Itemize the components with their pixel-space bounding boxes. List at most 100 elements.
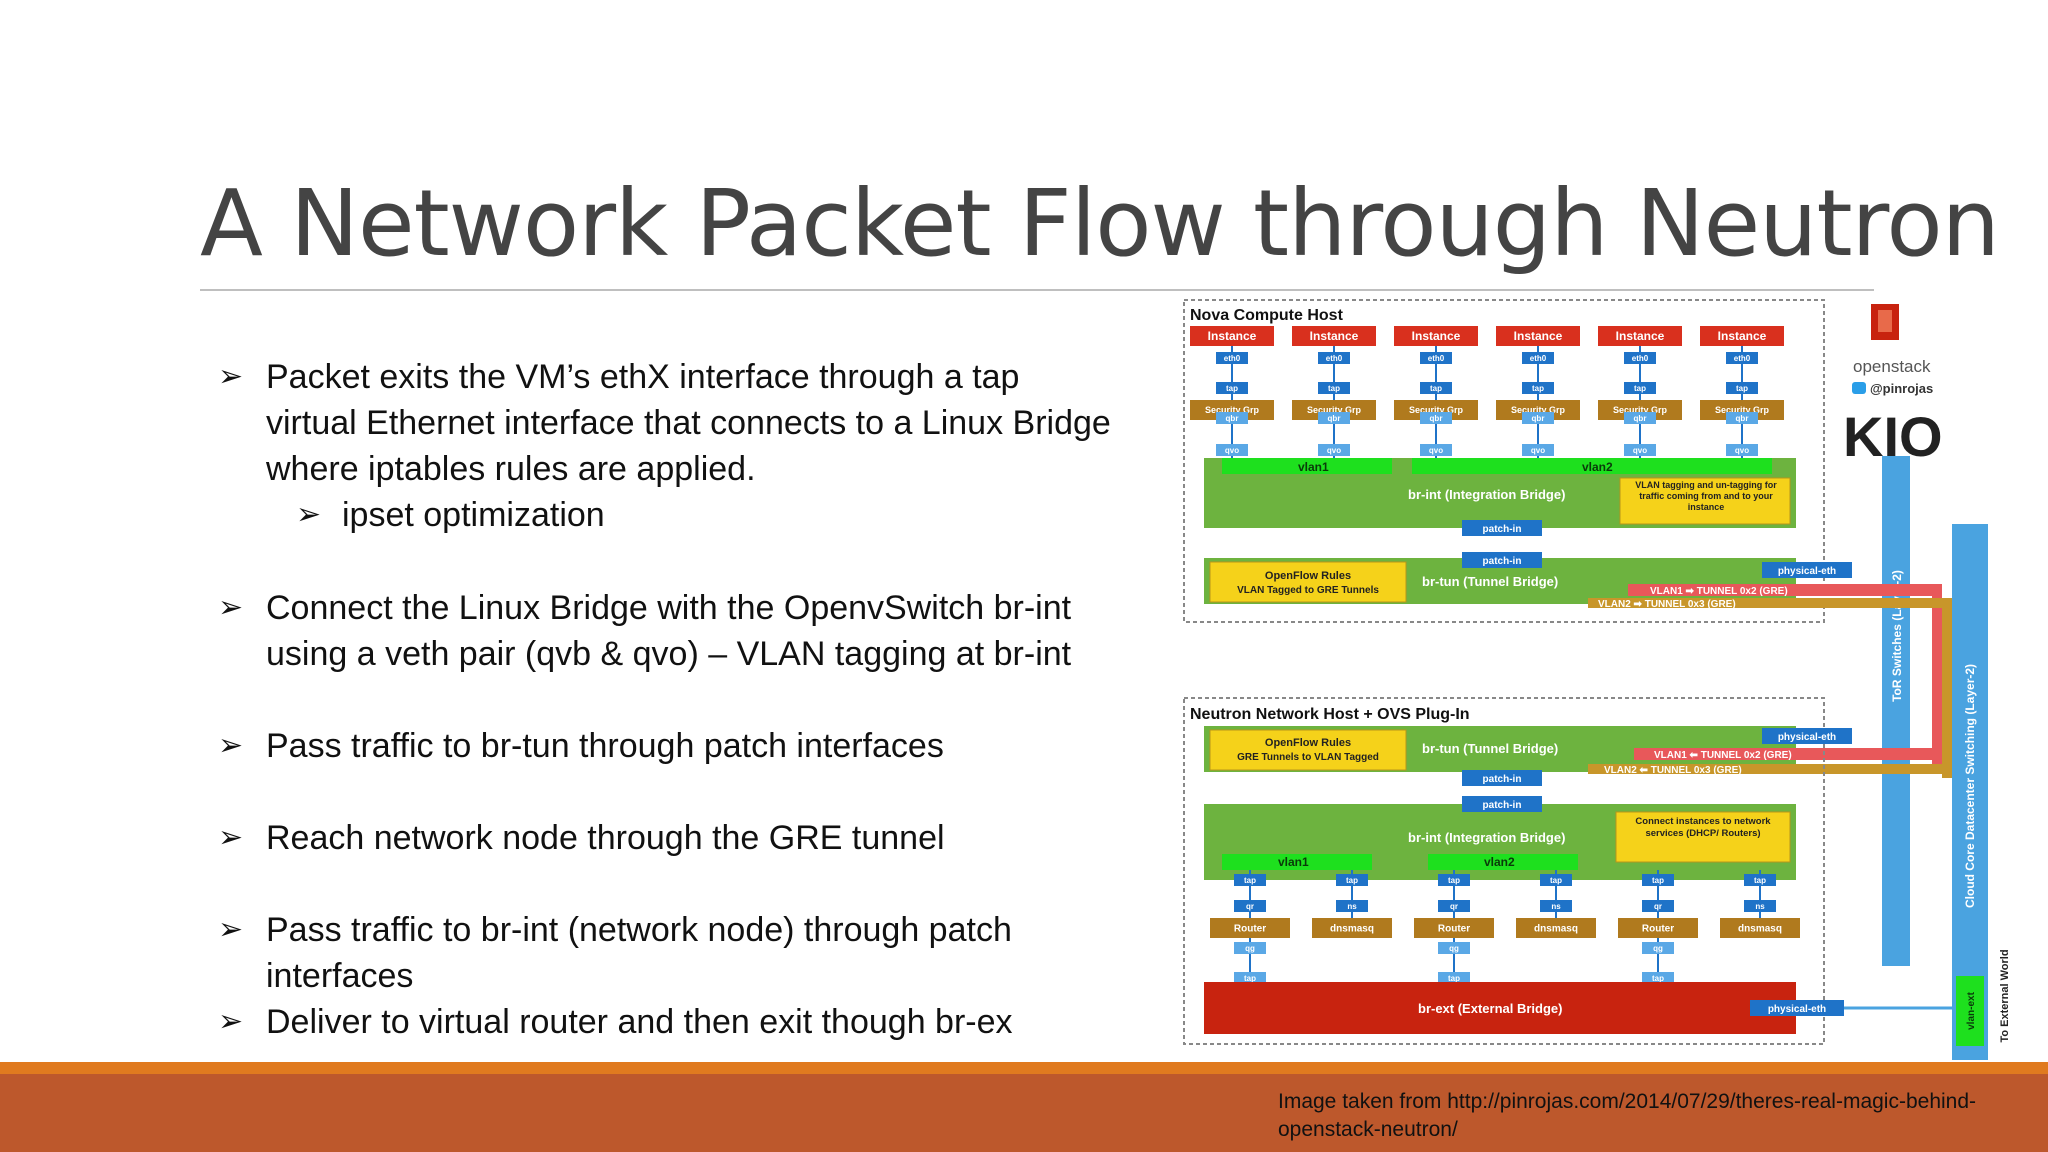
instance-box-6-label: Instance [1718,329,1767,343]
gre-spacer [1858,584,1870,1054]
qvo-iface-6 [1726,444,1758,456]
network-host-frame [1183,697,1825,1045]
bullet-5-line-2: interfaces [266,957,414,995]
network-host-title: Neutron Network Host + OVS Plug-In [1190,706,1470,723]
dnsmasq-box-2-label: dnsmasq [1330,924,1374,935]
bullet-1-line-1: Packet exits the VM’s ethX interface thr… [266,358,1020,396]
instance-box-3-label: Instance [1412,329,1461,343]
instance-box-1 [1190,326,1274,346]
bullet-arrow-icon: ➢ [218,729,244,762]
compute-host-title: Nova Compute Host [1190,307,1344,324]
qr-port-1 [1234,900,1266,912]
tor-switch-bar [1882,456,1910,966]
compute-patch-in-2-label: patch-in [1483,556,1522,567]
instance-box-6 [1700,326,1784,346]
network-physical-eth-top-label: physical-eth [1778,732,1836,743]
title-divider [200,289,1874,291]
tap-port-2 [1318,382,1350,394]
net-tap-2 [1336,874,1368,886]
qr-port-3-label: qr [1450,902,1458,911]
qg-iface-1 [1234,942,1266,954]
bullet-2: ➢ Connect the Linux Bridge with the Open… [218,585,1168,677]
compute-patch-in-2 [1462,552,1542,568]
bullet-6: ➢ Deliver to virtual router and then exi… [218,999,1168,1045]
qr-port-5-label: qr [1654,902,1662,911]
qbr-iface-2 [1318,412,1350,424]
compute-physical-eth [1762,562,1852,578]
compute-vlan2-bar [1412,458,1772,474]
instance-box-1-label: Instance [1208,329,1257,343]
net-tap-4-label: tap [1550,876,1562,885]
network-tunnel2-label: VLAN2 ⬅ TUNNEL 0x3 (GRE) [1604,765,1742,776]
compute-host: Nova Compute Host Instance eth0 tapSecurit… [1183,299,1852,623]
bullet-4-line-1: Reach network node through the GRE tunne… [266,819,945,857]
network-openflow-box [1209,729,1407,771]
network-services-note-text-box: Connect instances to network services (D… [1635,816,1771,839]
instance-box-2 [1292,326,1376,346]
bullet-arrow-icon: ➢ [218,360,244,393]
network-br-ex [1204,982,1796,1034]
network-services-note-text: Connect instances to network services (D… [1635,816,1771,839]
instance-box-2-label: Instance [1310,329,1359,343]
compute-vlan1-label: vlan1 [1298,460,1329,474]
network-physical-eth-top [1762,728,1852,744]
security-grp-2 [1292,400,1376,420]
gre-tunnel-1-compute [1628,584,1858,596]
tap-port-5-label: tap [1634,384,1646,393]
twitter-icon [1852,382,1866,394]
bullet-arrow-icon: ➢ [218,821,244,854]
security-grp-3 [1394,400,1478,420]
gre-tunnel-2-vertical [1942,598,1952,778]
compute-vlan-note-text: VLAN tagging and un-tagging for traffic … [1635,480,1777,512]
neutron-flow-diagram: ToR Switches (Layer-2) Cloud Core Datace… [1183,299,2011,1060]
network-vlan1-bar [1222,854,1372,870]
ns-port-6 [1744,900,1776,912]
router-box-5 [1618,918,1698,938]
network-patch-in-1-label: patch-in [1483,774,1522,785]
qg-iface-5-label: qg [1653,944,1663,953]
qr-port-3 [1438,900,1470,912]
qbr-iface-2-label: qbr [1328,414,1341,423]
gre-tunnel-1-vertical [1932,584,1942,764]
qbr-iface-1 [1216,412,1248,424]
qvo-iface-6-label: qvo [1735,446,1749,455]
tap-port-4-label: tap [1532,384,1544,393]
bullet-3: ➢ Pass traffic to br-tun through patch i… [218,723,1168,769]
security-grp-4-label: Security Grp [1511,405,1566,415]
instance-box-4 [1496,326,1580,346]
ext-tap-1 [1234,972,1266,984]
gre-tunnel-2-link [1828,598,1948,608]
ns-port-4 [1540,900,1572,912]
gre-tunnel-1-network-link [1818,748,1942,760]
bullet-5-line-1: Pass traffic to br-int (network node) th… [266,911,1012,949]
tap-port-6-label: tap [1736,384,1748,393]
ext-tap-3 [1438,972,1470,984]
bullet-1-sub: ➢ ipset optimization [296,492,1096,538]
qvo-iface-1 [1216,444,1248,456]
qvo-iface-5-label: qvo [1633,446,1647,455]
qbr-iface-4-label: qbr [1532,414,1545,423]
router-box-5-label: Router [1642,924,1674,935]
qr-port-1-label: qr [1246,902,1254,911]
ext-tap-5 [1642,972,1674,984]
openstack-logo-inner [1878,310,1892,332]
tap-port-6 [1726,382,1758,394]
qbr-iface-6 [1726,412,1758,424]
bullet-2-line-1: Connect the Linux Bridge with the OpenvS… [266,589,1072,627]
network-vlan2-bar [1428,854,1578,870]
compute-vlan-note-text-box: VLAN tagging and un-tagging for traffic … [1635,480,1777,512]
qvo-iface-2 [1318,444,1350,456]
kio-logo: KIO [1843,405,1943,468]
dnsmasq-box-4-label: dnsmasq [1534,924,1578,935]
eth0-port-5-label: eth0 [1632,354,1649,363]
eth0-port-4-label: eth0 [1530,354,1547,363]
qbr-iface-3-label: qbr [1430,414,1443,423]
security-grp-3-label: Security Grp [1409,405,1464,415]
core-switch-bar [1952,524,1988,1060]
image-credit: Image taken from http://pinrojas.com/201… [1278,1090,1977,1141]
network-br-int-label: br-int (Integration Bridge) [1408,830,1565,845]
network-physical-eth-bottom [1750,1000,1844,1016]
eth0-port-3 [1420,352,1452,364]
eth0-port-2-label: eth0 [1326,354,1343,363]
net-tap-4 [1540,874,1572,886]
